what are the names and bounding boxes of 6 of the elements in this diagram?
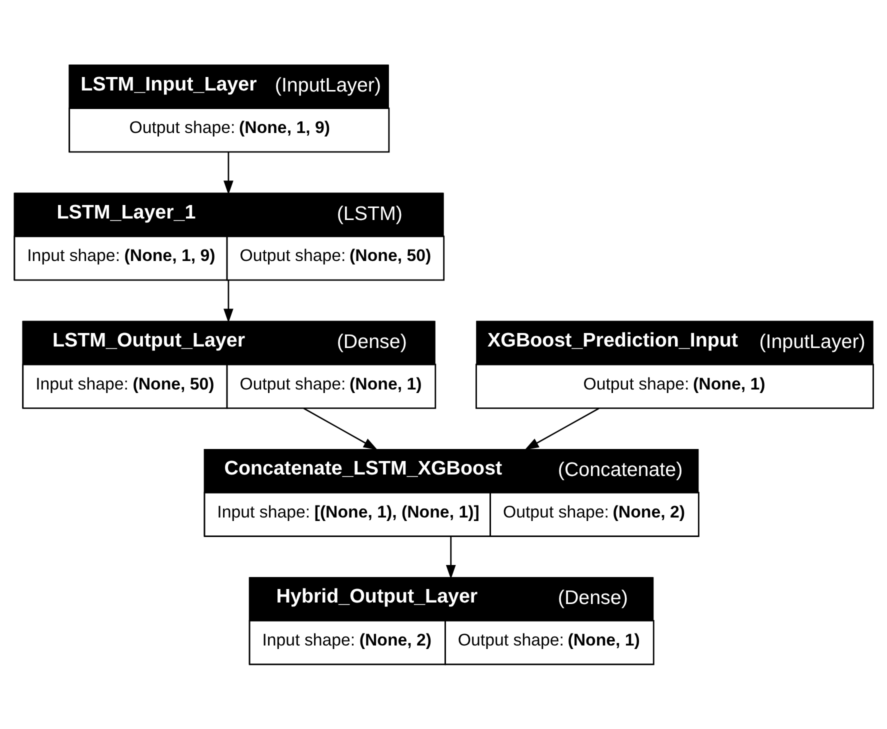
- node-text: Concatenate_LSTM_XGBoost (Concatenate) Input shape: [(None, 1), (None, 1)] Output shape: (None, 2): [217, 458, 685, 522]
- arrow: [524, 408, 600, 450]
- arrow: [303, 408, 378, 450]
- arrow: [224, 280, 234, 323]
- arrow: [446, 536, 456, 580]
- arrow: [224, 152, 234, 195]
